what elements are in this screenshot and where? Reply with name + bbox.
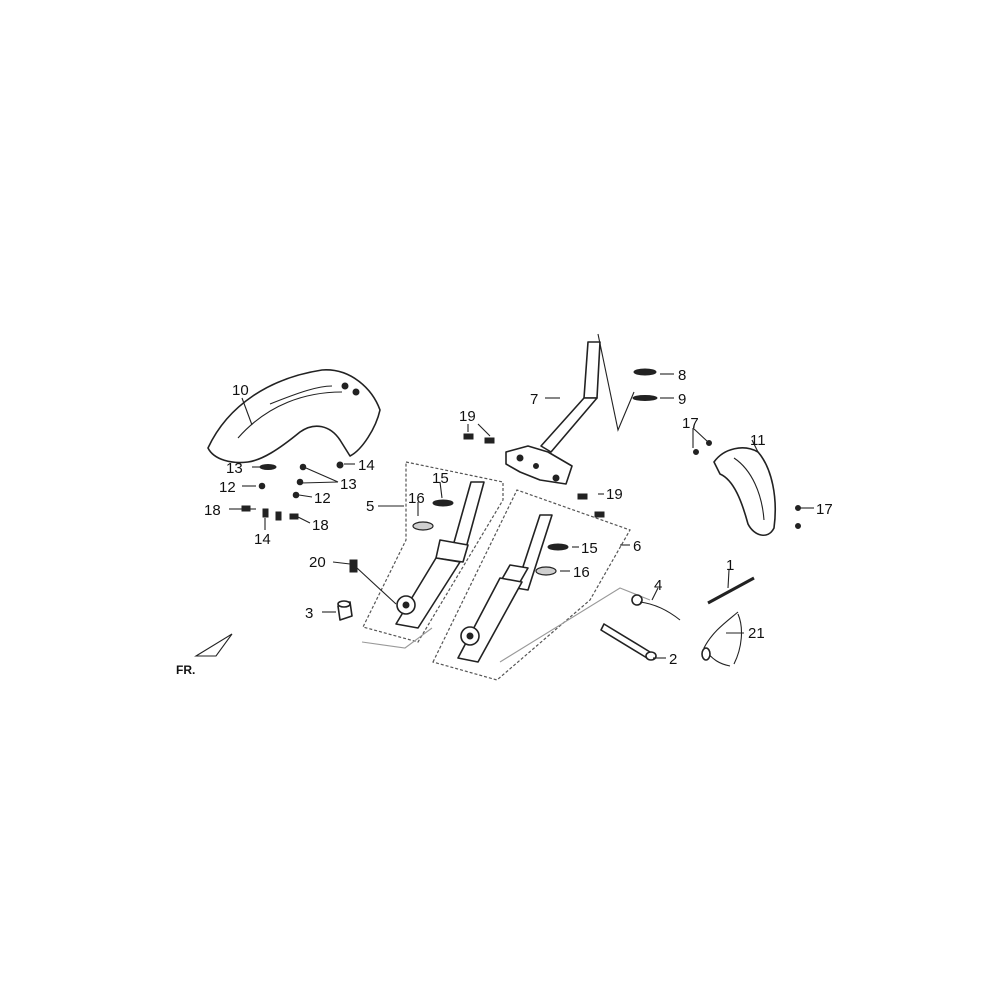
axle-bolt — [349, 559, 397, 605]
callout-18-a: 18 — [204, 502, 221, 519]
callout-11: 11 — [750, 432, 766, 449]
callout-leaders — [229, 373, 814, 659]
speed-sensor — [631, 594, 681, 621]
callout-17-b: 17 — [816, 501, 833, 518]
stem-washer — [632, 395, 658, 401]
callout-17-a: 17 — [682, 415, 699, 432]
front-axle — [600, 623, 657, 661]
chain — [701, 611, 743, 667]
callout-12-a: 12 — [219, 479, 236, 496]
callout-15-b: 15 — [581, 540, 598, 557]
callout-5: 5 — [366, 498, 374, 515]
callout-8: 8 — [678, 367, 686, 384]
callout-labels: 1 2 3 4 5 6 7 8 9 10 11 12 12 13 13 14 1… — [204, 367, 833, 668]
callout-10: 10 — [232, 382, 249, 399]
steering-lock-rod — [707, 576, 755, 605]
stem-nut — [633, 368, 657, 376]
stem-bolts — [463, 433, 605, 518]
callout-18-b: 18 — [312, 517, 329, 534]
callout-2: 2 — [669, 651, 677, 668]
front-fender — [207, 369, 381, 464]
front-direction-label: FR. — [176, 663, 195, 677]
spacer-collar — [337, 600, 353, 621]
inner-fender — [693, 440, 801, 536]
callout-12-b: 12 — [314, 490, 331, 507]
callout-20: 20 — [309, 554, 326, 571]
right-fork-assembly — [432, 489, 631, 681]
callout-1: 1 — [726, 557, 734, 574]
callout-14-b: 14 — [254, 531, 271, 548]
callout-7: 7 — [530, 391, 538, 408]
callout-13-a: 13 — [226, 460, 243, 477]
callout-16-a: 16 — [408, 490, 425, 507]
fender-fasteners — [241, 461, 344, 521]
callout-9: 9 — [678, 391, 686, 408]
callout-16-b: 16 — [573, 564, 590, 581]
left-fork-assembly — [362, 461, 504, 643]
steering-stem — [505, 333, 635, 485]
callout-6: 6 — [633, 538, 641, 555]
callout-19-b: 19 — [606, 486, 623, 503]
callout-19-a: 19 — [459, 408, 476, 425]
callout-15-a: 15 — [432, 470, 449, 487]
callout-14-a: 14 — [358, 457, 375, 474]
callout-13-b: 13 — [340, 476, 357, 493]
callout-4: 4 — [654, 577, 662, 594]
callout-21: 21 — [748, 625, 765, 642]
front-direction-arrow: FR. — [176, 633, 233, 677]
callout-3: 3 — [305, 605, 313, 622]
